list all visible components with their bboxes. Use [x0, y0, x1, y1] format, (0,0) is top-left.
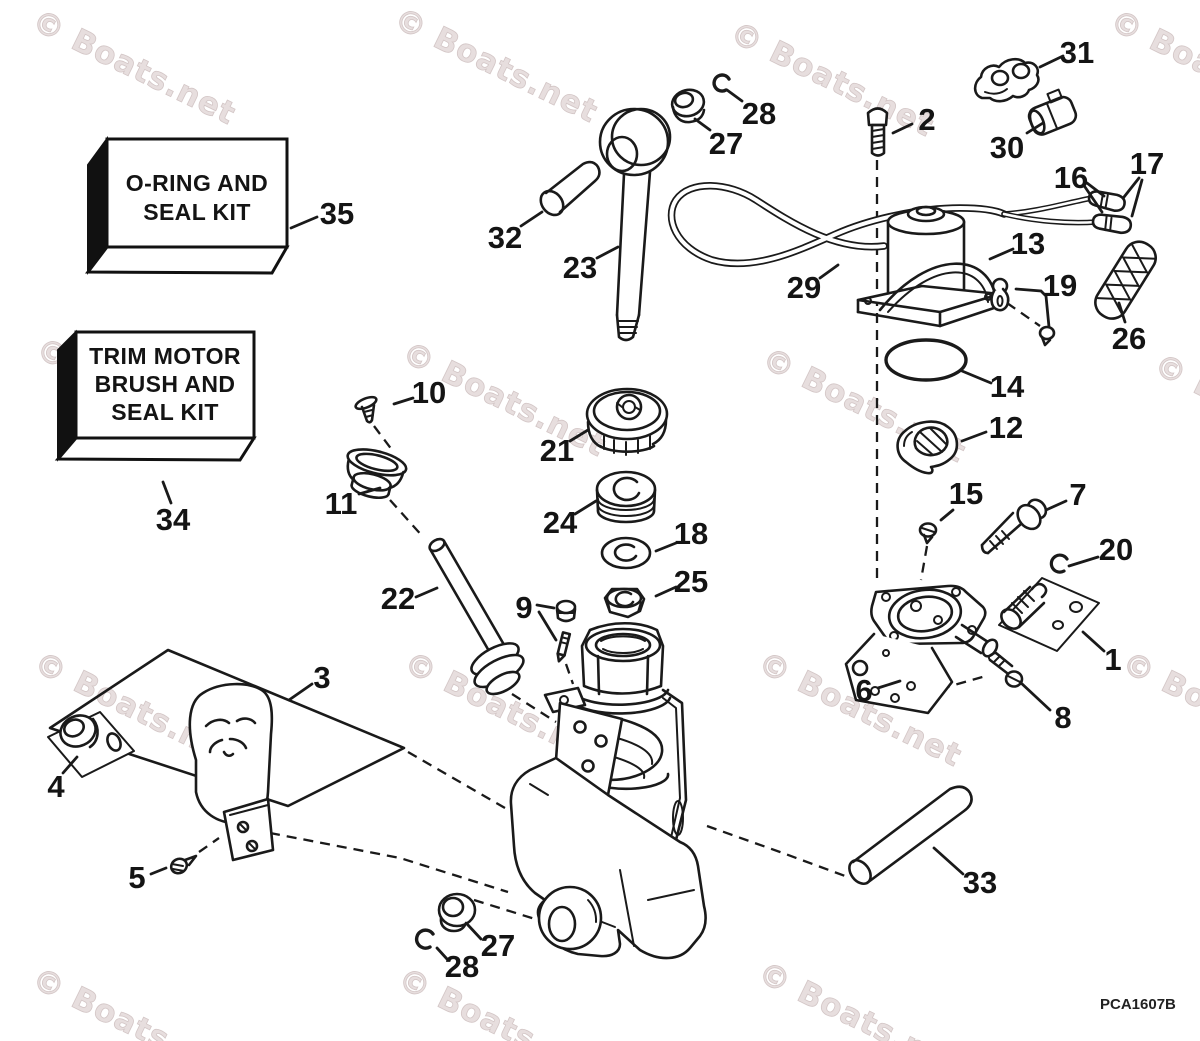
- callout-2[interactable]: 2: [918, 102, 935, 137]
- callout-14[interactable]: 14: [990, 369, 1025, 404]
- callout-12[interactable]: 12: [989, 410, 1023, 445]
- art-layer: [47, 57, 1157, 960]
- part-27-top-bushing: [670, 88, 706, 124]
- callout-30[interactable]: 30: [990, 130, 1024, 165]
- callout-18[interactable]: 18: [674, 516, 708, 551]
- callout-8[interactable]: 8: [1054, 700, 1071, 735]
- part-31-retainer: [973, 57, 1040, 103]
- part-22-shaft: [428, 537, 525, 696]
- kit-box-35-line1: O-RING AND: [126, 170, 268, 196]
- callout-16[interactable]: 16: [1054, 160, 1088, 195]
- callout-17[interactable]: 17: [1130, 146, 1164, 181]
- part-19-anode-key: [990, 277, 1056, 347]
- callout-27-top[interactable]: 27: [709, 126, 743, 161]
- part-21-plug: [585, 387, 669, 456]
- callout-34[interactable]: 34: [156, 502, 191, 537]
- callout-28-bottom[interactable]: 28: [445, 949, 479, 984]
- kit-box-34-line3: SEAL KIT: [111, 399, 219, 425]
- part-5-screw: [169, 854, 198, 875]
- kit-box-34-line2: BRUSH AND: [95, 371, 236, 397]
- drawing-code: PCA1607B: [1100, 996, 1176, 1013]
- part-14-o-ring: [884, 338, 968, 382]
- part-27-bottom-bushing: [437, 892, 477, 933]
- callout-11[interactable]: 11: [325, 486, 358, 521]
- kit-box-35: O-RING AND SEAL KIT 35: [84, 135, 354, 275]
- callout-35[interactable]: 35: [320, 196, 354, 231]
- callout-19[interactable]: 19: [1043, 268, 1077, 303]
- part-25-nut: [603, 587, 646, 619]
- part-28-top-snap-ring: [712, 73, 731, 93]
- kit-box-34: TRIM MOTOR BRUSH AND SEAL KIT 34: [54, 329, 257, 537]
- callout-20[interactable]: 20: [1099, 532, 1133, 567]
- part-20-snap-ring: [1049, 553, 1069, 574]
- callout-23[interactable]: 23: [563, 250, 597, 285]
- callout-24[interactable]: 24: [543, 505, 578, 540]
- kit-box-34-line1: TRIM MOTOR: [89, 343, 241, 369]
- trim-motor-cover: [188, 682, 275, 862]
- part-11-seal-carrier: [346, 448, 408, 500]
- part-24-piston: [595, 470, 657, 524]
- part-29-cable: [667, 182, 1099, 268]
- callout-26[interactable]: 26: [1112, 321, 1146, 356]
- callout-31[interactable]: 31: [1060, 35, 1094, 70]
- part-23-tilt-rod: [598, 107, 672, 342]
- callout-10[interactable]: 10: [412, 375, 446, 410]
- part-8-screw: [987, 651, 1024, 688]
- part-10-screw: [354, 395, 378, 424]
- callout-labels: 1 2 3 4 5 6 7 8 9 10 11 12 13 14 15 16 1…: [47, 35, 1164, 984]
- part-15-screw: [918, 522, 938, 545]
- assembly-dashed-lines: [198, 160, 1041, 894]
- callout-22[interactable]: 22: [381, 581, 415, 616]
- callout-32[interactable]: 32: [488, 220, 522, 255]
- callout-33[interactable]: 33: [963, 865, 997, 900]
- leader-lines: [61, 54, 1144, 961]
- callout-25[interactable]: 25: [674, 564, 708, 599]
- part-18-washer: [600, 536, 652, 570]
- callout-7[interactable]: 7: [1069, 477, 1086, 512]
- callout-28-top[interactable]: 28: [742, 96, 776, 131]
- tilt-housing: [509, 622, 707, 960]
- part-6-manifold: [844, 584, 999, 715]
- callout-15[interactable]: 15: [949, 476, 983, 511]
- part-13-trim-motor: [856, 205, 1002, 328]
- callout-9[interactable]: 9: [515, 590, 532, 625]
- callout-29[interactable]: 29: [787, 270, 821, 305]
- callout-5[interactable]: 5: [128, 860, 145, 895]
- part-9-valve: [555, 599, 577, 663]
- part-26-sleeve: [1094, 240, 1157, 320]
- callout-13[interactable]: 13: [1011, 226, 1045, 261]
- part-1-valve-kit: [998, 577, 1100, 652]
- part-32-pin: [539, 160, 601, 217]
- part-28-bottom-snap-ring: [414, 928, 435, 950]
- kit-box-35-line2: SEAL KIT: [143, 199, 251, 225]
- callout-21[interactable]: 21: [540, 433, 574, 468]
- front-dashed-lines: [473, 898, 536, 921]
- callout-6[interactable]: 6: [855, 673, 872, 708]
- part-2-bolt: [866, 107, 889, 157]
- part-7-bolt: [980, 498, 1048, 555]
- callout-1[interactable]: 1: [1104, 642, 1121, 677]
- callout-3[interactable]: 3: [313, 660, 330, 695]
- part-12-end-cover: [896, 420, 959, 475]
- part-33-anchor-pin: [848, 785, 973, 886]
- callout-27-bottom[interactable]: 27: [481, 928, 515, 963]
- callout-4[interactable]: 4: [47, 769, 65, 804]
